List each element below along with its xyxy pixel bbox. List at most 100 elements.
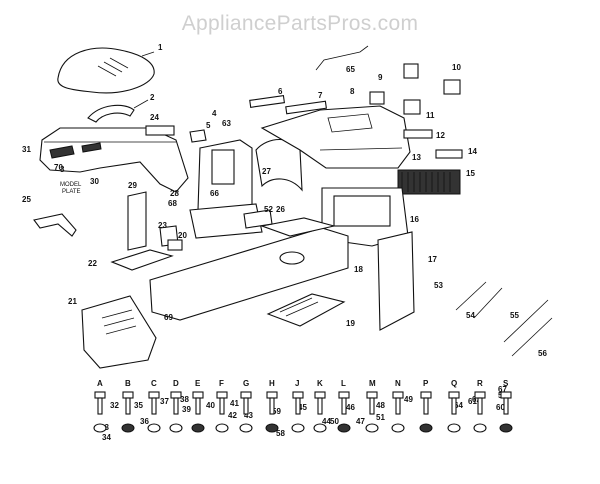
callout-44: 44 xyxy=(322,417,331,426)
callout-27: 27 xyxy=(262,167,271,176)
part-14-strip xyxy=(435,149,463,159)
callout-47: 47 xyxy=(356,417,365,426)
nut-D xyxy=(169,423,183,433)
callout-21: 21 xyxy=(68,297,77,306)
hardware-letter-L: L xyxy=(341,379,346,388)
part-10 xyxy=(443,79,461,95)
callout-18: 18 xyxy=(354,265,363,274)
part-seat xyxy=(57,47,155,94)
hardware-letter-K: K xyxy=(317,379,323,388)
bolt-head-M xyxy=(366,391,378,399)
bolt-shank-S xyxy=(503,397,509,415)
callout-8: 8 xyxy=(350,87,355,96)
callout-10: 10 xyxy=(452,63,461,72)
bolt-head-C xyxy=(148,391,160,399)
bolt-shank-N xyxy=(395,397,401,415)
nut-Q xyxy=(447,423,461,433)
callout-65: 65 xyxy=(346,65,355,74)
callout-28: 28 xyxy=(170,189,179,198)
part-11 xyxy=(403,99,421,115)
callout-16: 16 xyxy=(410,215,419,224)
callout-63: 63 xyxy=(222,119,231,128)
callout-67: 67 xyxy=(498,385,507,394)
nut-A xyxy=(93,423,107,433)
callout-20: 20 xyxy=(178,231,187,240)
part-rear-panel xyxy=(81,295,157,369)
callout-29: 29 xyxy=(128,181,137,190)
callout-58: 58 xyxy=(276,429,285,438)
bolt-shank-J xyxy=(295,397,301,415)
callout-39: 39 xyxy=(182,405,191,414)
bolt-head-S xyxy=(500,391,512,399)
callout-62: 62 xyxy=(472,395,481,404)
callout-69: 69 xyxy=(164,313,173,322)
callout-6: 6 xyxy=(278,87,283,96)
nut-R xyxy=(473,423,487,433)
callout-25: 25 xyxy=(22,195,31,204)
part-7-strip xyxy=(285,100,327,115)
bolt-shank-F xyxy=(219,397,225,415)
callout-22: 22 xyxy=(88,259,97,268)
hardware-letter-P: P xyxy=(423,379,429,388)
bolt-head-R xyxy=(474,391,486,399)
bolt-head-J xyxy=(292,391,304,399)
bolt-shank-L xyxy=(341,397,347,415)
part-cowl xyxy=(255,138,303,192)
callout-14: 14 xyxy=(468,147,477,156)
callout-42: 42 xyxy=(228,411,237,420)
part-side-panel-17 xyxy=(377,231,415,331)
callout-55: 55 xyxy=(510,311,519,320)
bolt-shank-B xyxy=(125,397,131,415)
model-plate-label-2: PLATE xyxy=(62,189,81,195)
part-12-strip xyxy=(403,129,433,139)
part-24-decal xyxy=(145,125,175,136)
bolt-shank-E xyxy=(195,397,201,415)
callout-32: 32 xyxy=(110,401,119,410)
callout-23: 23 xyxy=(158,221,167,230)
callout-54: 54 xyxy=(466,311,475,320)
bolt-shank-D xyxy=(173,397,179,415)
part-seat-spring xyxy=(87,99,149,123)
callout-1: 1 xyxy=(158,43,163,52)
callout-17: 17 xyxy=(428,255,437,264)
callout-5: 5 xyxy=(206,121,211,130)
part-65-handle xyxy=(315,45,369,71)
bolt-shank-C xyxy=(151,397,157,415)
bolt-head-N xyxy=(392,391,404,399)
part-9 xyxy=(369,91,385,105)
bolt-head-P xyxy=(420,391,432,399)
callout-36: 36 xyxy=(140,417,149,426)
nut-P xyxy=(419,423,433,433)
callout-35: 35 xyxy=(134,401,143,410)
nut-C xyxy=(147,423,161,433)
callout-46: 46 xyxy=(346,403,355,412)
callout-68: 68 xyxy=(168,199,177,208)
nut-K xyxy=(313,423,327,433)
bolt-head-F xyxy=(216,391,228,399)
callout-19: 19 xyxy=(346,319,355,328)
bolt-shank-G xyxy=(243,397,249,415)
bolt-head-E xyxy=(192,391,204,399)
callout-49: 49 xyxy=(404,395,413,404)
hardware-letter-G: G xyxy=(243,379,249,388)
nut-G xyxy=(239,423,253,433)
callout-61: 61 xyxy=(468,397,477,406)
hardware-letter-N: N xyxy=(395,379,401,388)
bolt-head-K xyxy=(314,391,326,399)
callout-7: 7 xyxy=(318,91,323,100)
callout-45: 45 xyxy=(298,403,307,412)
nut-B xyxy=(121,423,135,433)
callout-13: 13 xyxy=(412,153,421,162)
callout-30: 30 xyxy=(90,177,99,186)
callout-52: 52 xyxy=(264,205,273,214)
callout-34: 34 xyxy=(102,433,111,442)
bolt-shank-M xyxy=(369,397,375,415)
callout-15: 15 xyxy=(466,169,475,178)
nut-H xyxy=(265,423,279,433)
part-rods xyxy=(455,281,553,357)
hardware-letter-C: C xyxy=(151,379,157,388)
part-grille xyxy=(397,169,461,195)
callout-41: 41 xyxy=(230,399,239,408)
bolt-shank-A xyxy=(97,397,103,415)
bolt-shank-R xyxy=(477,397,483,415)
